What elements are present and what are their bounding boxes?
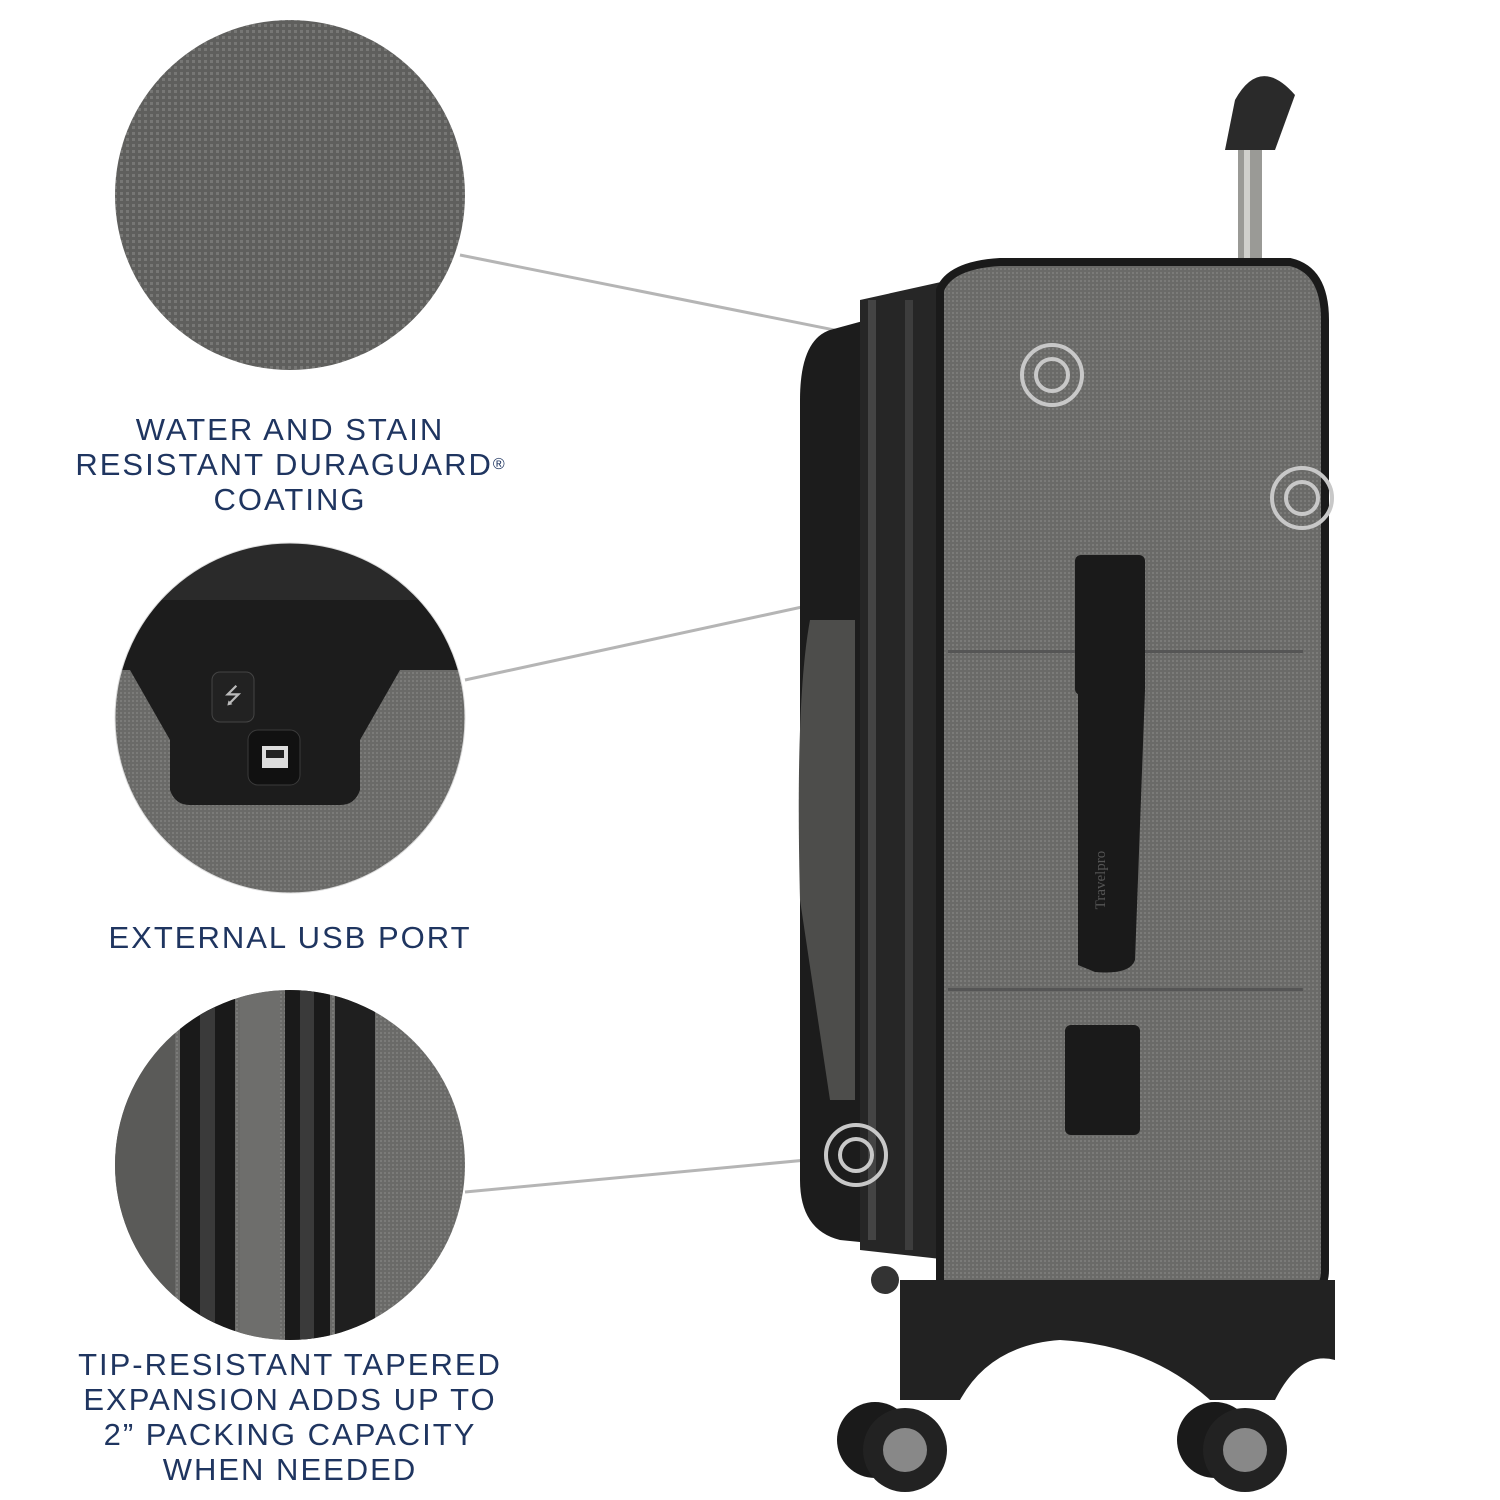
suitcase-base bbox=[900, 1280, 1335, 1400]
feature-label-coating: WATER AND STAIN RESISTANT DURAGUARD® COA… bbox=[40, 412, 540, 517]
fabric-detail-circle bbox=[115, 20, 465, 370]
label-line: WATER AND STAIN bbox=[135, 412, 445, 447]
label-text: RESISTANT DURAGUARD bbox=[75, 447, 493, 482]
feature-label-expansion: TIP-RESISTANT TAPERED EXPANSION ADDS UP … bbox=[40, 1347, 540, 1487]
brand-logo: Travelpro bbox=[1093, 851, 1109, 910]
label-line: TIP-RESISTANT TAPERED bbox=[78, 1347, 502, 1382]
side-handle bbox=[1078, 690, 1145, 973]
label-line: COATING bbox=[213, 482, 367, 517]
label-line: 2” PACKING CAPACITY bbox=[103, 1417, 477, 1452]
trolley-grip bbox=[1225, 76, 1295, 150]
usb-detail-circle: ⭍ bbox=[115, 543, 465, 893]
zipper bbox=[868, 300, 876, 1240]
callout-markers bbox=[824, 343, 1334, 1187]
label-line: EXTERNAL USB PORT bbox=[108, 920, 472, 955]
suitcase: Travelpro bbox=[798, 76, 1335, 1492]
wheels bbox=[837, 1266, 1287, 1492]
expansion-detail-circle bbox=[115, 990, 465, 1340]
label-line: RESISTANT DURAGUARD® bbox=[40, 447, 540, 482]
label-line: WHEN NEEDED bbox=[162, 1452, 418, 1487]
zipper bbox=[905, 300, 913, 1250]
registered-mark: ® bbox=[492, 456, 505, 473]
label-line: EXPANSION ADDS UP TO bbox=[83, 1382, 497, 1417]
feature-label-usb: EXTERNAL USB PORT bbox=[40, 920, 540, 955]
usb-icon: ⭍ bbox=[224, 683, 242, 708]
